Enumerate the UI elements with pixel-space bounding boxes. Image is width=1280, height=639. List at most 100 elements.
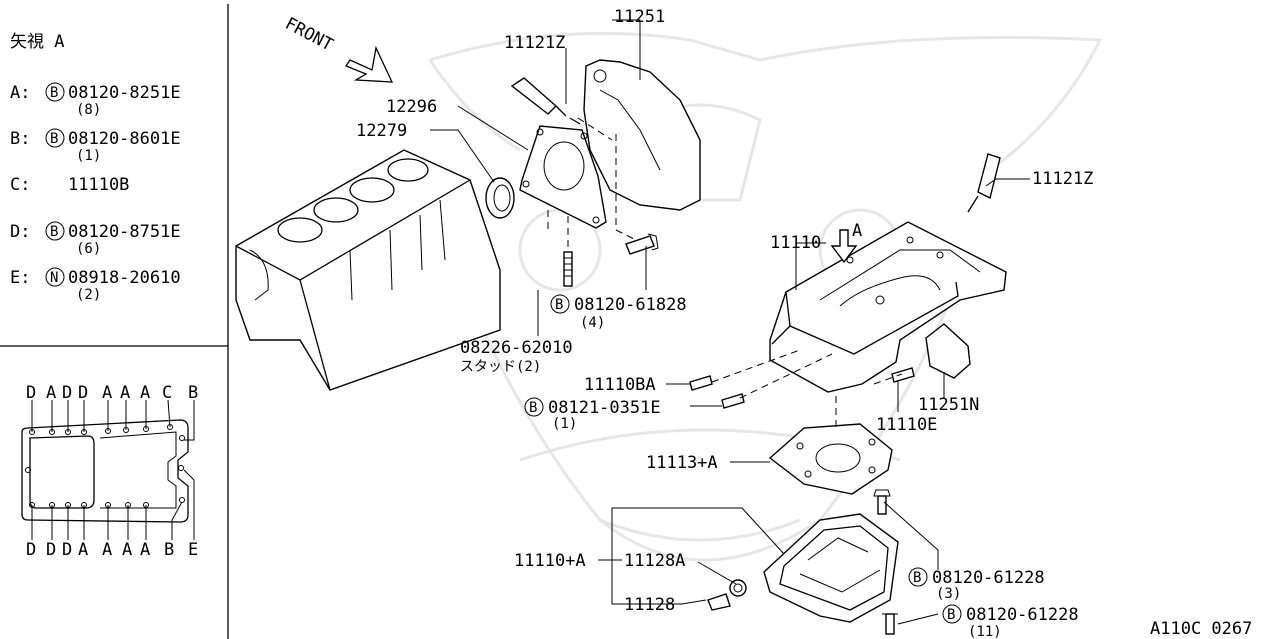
lower-oil-pan	[763, 513, 899, 623]
drain-plug-icon	[707, 593, 731, 611]
bolt-badge-icon	[908, 567, 928, 587]
bolt-badge-icon	[942, 604, 962, 624]
callout-11121z-top: 11121Z	[504, 33, 565, 53]
legend-badge-d: B	[50, 224, 58, 240]
callout-11121z-right: 11121Z	[1032, 169, 1093, 189]
drain-washer	[729, 579, 747, 597]
legend-key-e: E:	[10, 268, 30, 288]
callout-11128: 11128	[624, 595, 675, 615]
legend-part-e: 08918-20610	[68, 268, 181, 288]
callout-stud: 08226-62010	[460, 338, 573, 358]
callout-11251: 11251	[614, 7, 665, 27]
legend-qty-e: (2)	[76, 287, 101, 303]
nut-badge-icon	[45, 267, 65, 287]
view-a-top-2: A	[46, 383, 56, 403]
legend-part-d: 08120-8751E	[68, 222, 181, 242]
view-a-bottom-1: D	[26, 540, 36, 560]
legend-key-a: A:	[10, 83, 30, 103]
sealant-tube-icon	[510, 77, 581, 125]
view-a-bottom-8: B	[164, 540, 174, 560]
front-label: FRONT	[282, 14, 337, 56]
bolt-badge-icon	[45, 221, 65, 241]
view-a-top-6: A	[120, 383, 130, 403]
bolt-badge-icon	[45, 82, 65, 102]
view-a-bottom-7: A	[140, 540, 150, 560]
callout-0351e: 08121-0351E	[548, 398, 661, 418]
legend-badge-a: B	[50, 85, 58, 101]
view-a-arrow-icon	[830, 229, 858, 264]
bolt-badge-icon	[524, 397, 544, 417]
bolt-icon	[882, 613, 898, 635]
bolt-icon	[721, 393, 745, 409]
badge-61228-3: B	[913, 570, 921, 586]
arrow-a-label: A	[852, 221, 862, 241]
view-a-legend: 矢視 A A: B 08120-8251E (8) B: B 08120-860…	[10, 32, 181, 303]
callout-0351e-qty: (1)	[552, 416, 577, 432]
leader-lines	[430, 19, 1030, 625]
view-a-bottom-3: D	[62, 540, 72, 560]
callout-61228-3-qty: (3)	[936, 586, 961, 602]
callout-61228-11-qty: (11)	[968, 624, 1002, 639]
legend-badge-e: N	[50, 270, 58, 286]
legend-part-c: 11110B	[68, 175, 129, 195]
front-arrow-icon	[345, 45, 394, 83]
legend-qty-b: (1)	[76, 148, 101, 164]
seal-retainer	[519, 125, 607, 229]
view-a-top-3: D	[62, 383, 72, 403]
view-a-bottom-5: A	[102, 540, 112, 560]
badge-61828: B	[555, 297, 563, 313]
legend-badge-b: B	[50, 131, 58, 147]
view-a-bottom-4: A	[78, 540, 88, 560]
bolt-badge-icon	[550, 294, 570, 314]
callout-stud-note: スタッド(2)	[460, 359, 541, 375]
view-a-top-9: B	[188, 383, 198, 403]
bolt-icon	[891, 367, 915, 383]
view-a-pan-outline: D A D D A A A C B D D D A A A A B E	[21, 383, 198, 560]
callout-12279: 12279	[356, 121, 407, 141]
view-a-top-4: D	[78, 383, 88, 403]
watermark-emblem	[428, 31, 1103, 562]
view-title: 矢視 A	[10, 32, 64, 52]
sealant-tube-icon	[967, 153, 1001, 213]
callout-11113a: 11113+A	[646, 453, 718, 473]
callout-61228-3: 08120-61228	[932, 568, 1045, 588]
callout-11110a: 11110+A	[514, 551, 586, 571]
view-a-bottom-6: A	[122, 540, 132, 560]
view-a-top-8: C	[162, 383, 172, 403]
legend-key-d: D:	[10, 222, 30, 242]
legend-part-b: 08120-8601E	[68, 129, 181, 149]
callout-61228-11: 08120-61228	[966, 605, 1079, 625]
view-a-bottom-2: D	[46, 540, 56, 560]
callout-11110: 11110	[770, 233, 821, 253]
bolt-badge-icon	[45, 128, 65, 148]
view-a-bottom-9: E	[188, 540, 198, 560]
callout-11251n: 11251N	[918, 395, 979, 415]
callout-12296: 12296	[386, 97, 437, 117]
callout-11110ba: 11110BA	[584, 375, 656, 395]
badge-0351e: B	[529, 400, 537, 416]
callout-61828: 08120-61828	[574, 295, 687, 315]
callout-11128a: 11128A	[624, 551, 685, 571]
callout-61828-qty: (4)	[580, 315, 605, 331]
stud-icon	[563, 251, 573, 287]
view-a-top-5: A	[102, 383, 112, 403]
callout-11110e: 11110E	[876, 415, 937, 435]
badge-61228-11: B	[947, 607, 955, 623]
legend-qty-d: (6)	[76, 241, 101, 257]
rear-plate	[583, 59, 701, 211]
cover-plate	[925, 323, 971, 379]
legend-qty-a: (8)	[76, 102, 101, 118]
bolt-icon	[873, 489, 891, 515]
legend-key-c: C:	[10, 175, 30, 195]
view-a-top-7: A	[140, 383, 150, 403]
bolt-icon	[689, 375, 713, 391]
legend-part-a: 08120-8251E	[68, 83, 181, 103]
baffle-plate	[768, 423, 893, 495]
bolt-icon	[625, 233, 659, 255]
diagram-code: A110C 0267	[1150, 619, 1252, 639]
view-a-top-1: D	[26, 383, 36, 403]
engine-block	[235, 149, 501, 391]
legend-key-b: B:	[10, 129, 30, 149]
upper-oil-pan	[769, 221, 1007, 393]
